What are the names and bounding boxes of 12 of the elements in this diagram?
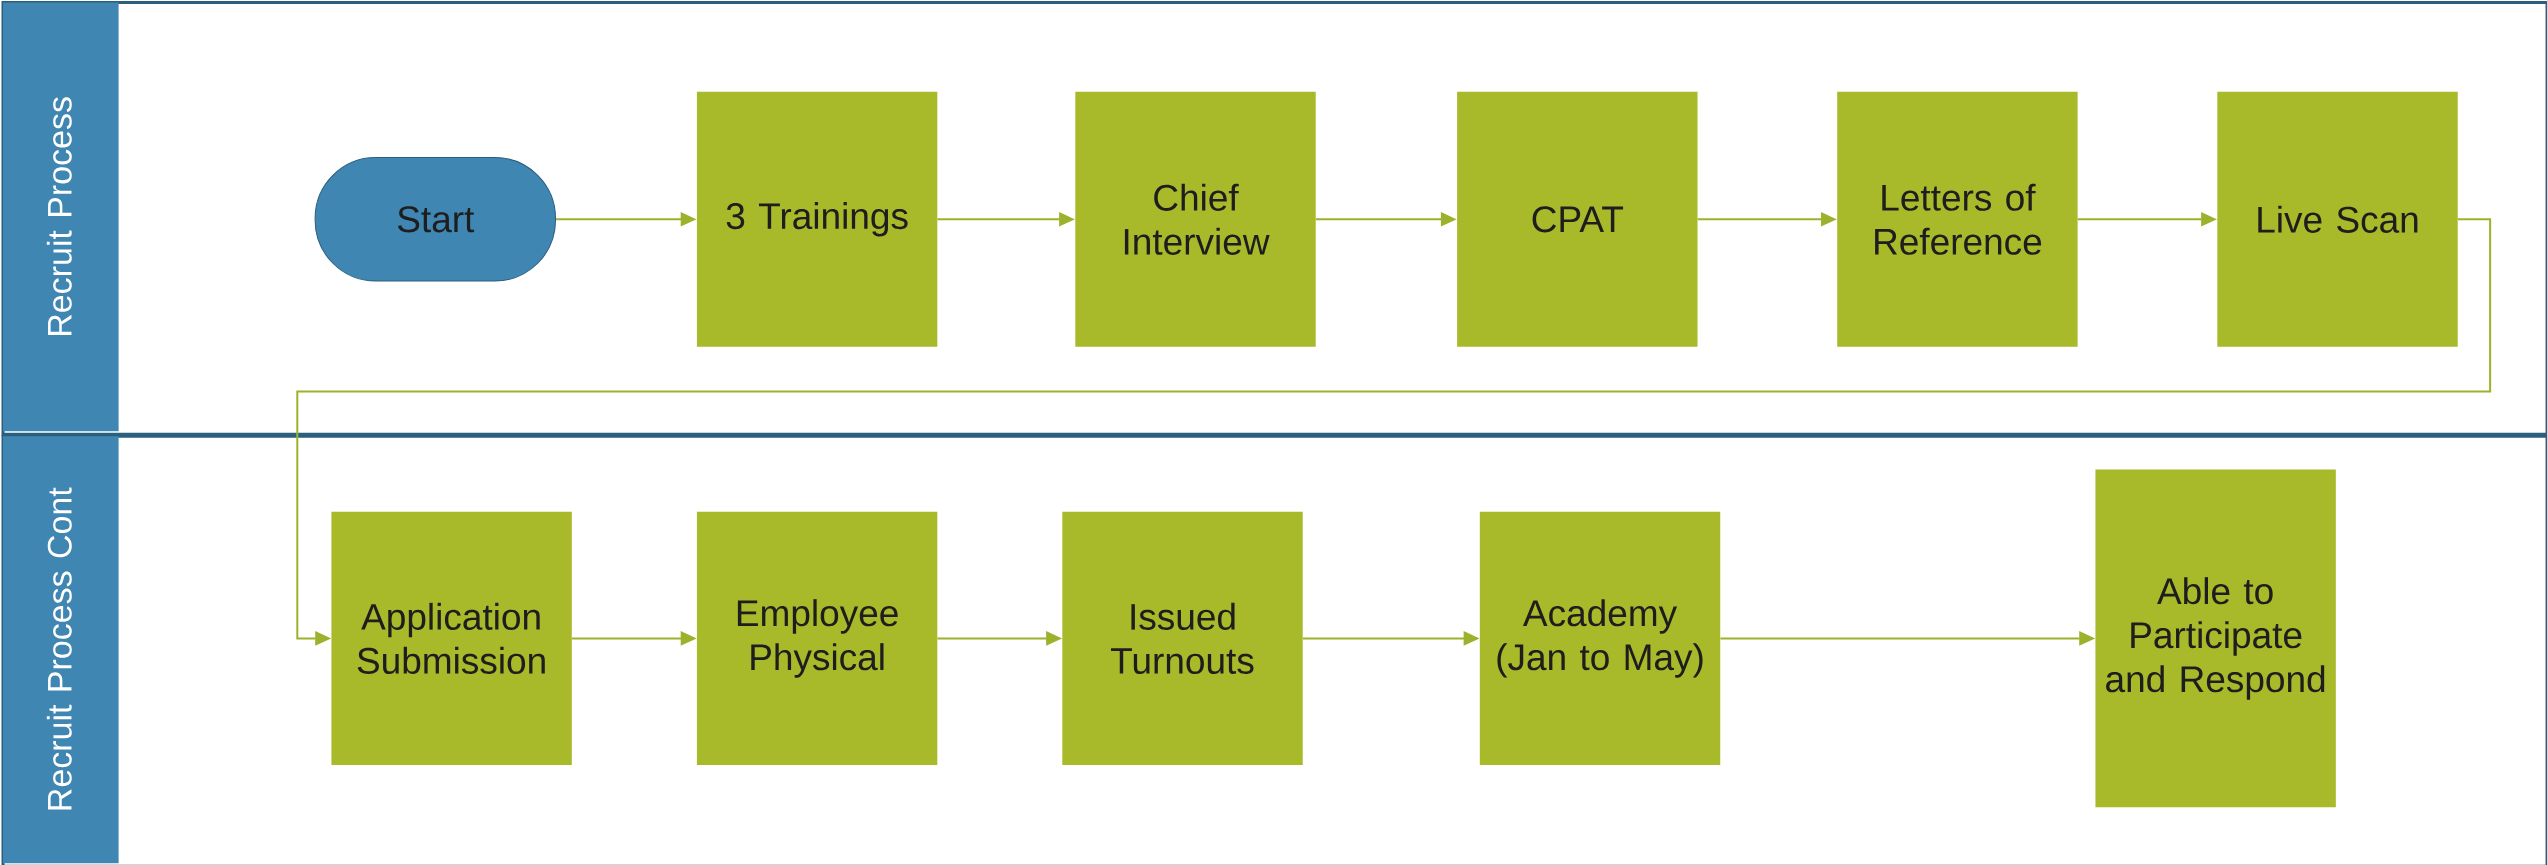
process-box: Application Submission bbox=[331, 511, 572, 766]
process-box: Letters of Reference bbox=[1837, 91, 2078, 347]
process-box: Issued Turnouts bbox=[1062, 511, 1303, 766]
process-box: Employee Physical bbox=[696, 511, 938, 766]
process-box: Able to Participate and Respond bbox=[2095, 469, 2336, 808]
arrow bbox=[296, 218, 2492, 646]
process-box: Chief Interview bbox=[1075, 91, 1316, 347]
start-terminal: Start bbox=[314, 157, 556, 282]
process-box: 3 Trainings bbox=[696, 91, 938, 347]
process-box: CPAT bbox=[1457, 91, 1698, 347]
process-box: Academy (Jan to May) bbox=[1479, 511, 1721, 766]
process-box: Live Scan bbox=[2217, 91, 2458, 347]
